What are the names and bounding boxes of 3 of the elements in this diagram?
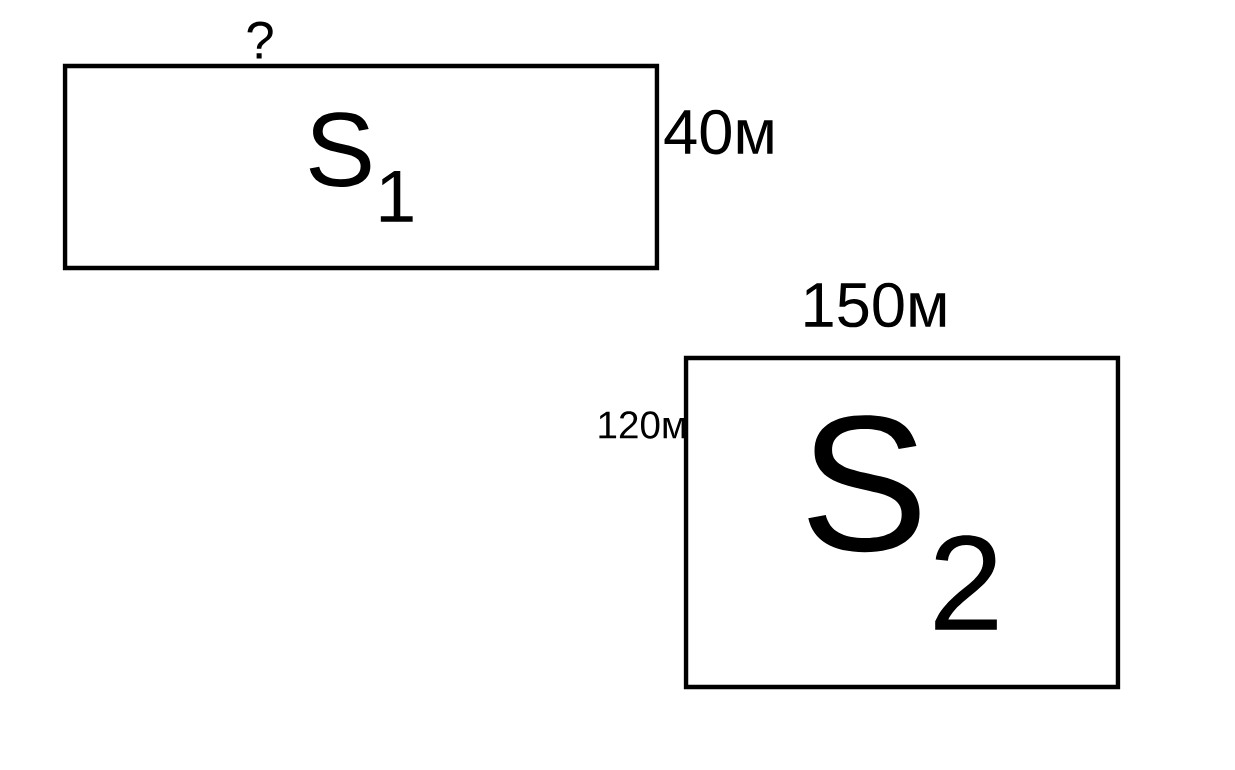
area-rectangle: S$_{1}$ — [62, 63, 660, 271]
dimension-label: 150м — [805, 282, 946, 328]
area-rectangle: S$_{2}$ — [683, 355, 1121, 690]
